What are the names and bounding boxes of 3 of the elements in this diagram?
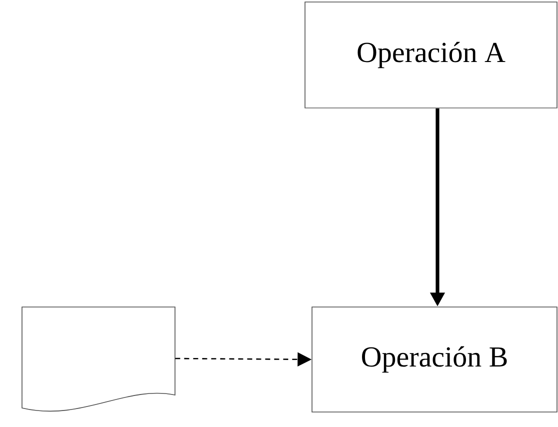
document-shape [22, 306, 176, 412]
process-box: Operación B [312, 306, 558, 412]
process-box: Operación A [304, 2, 558, 108]
